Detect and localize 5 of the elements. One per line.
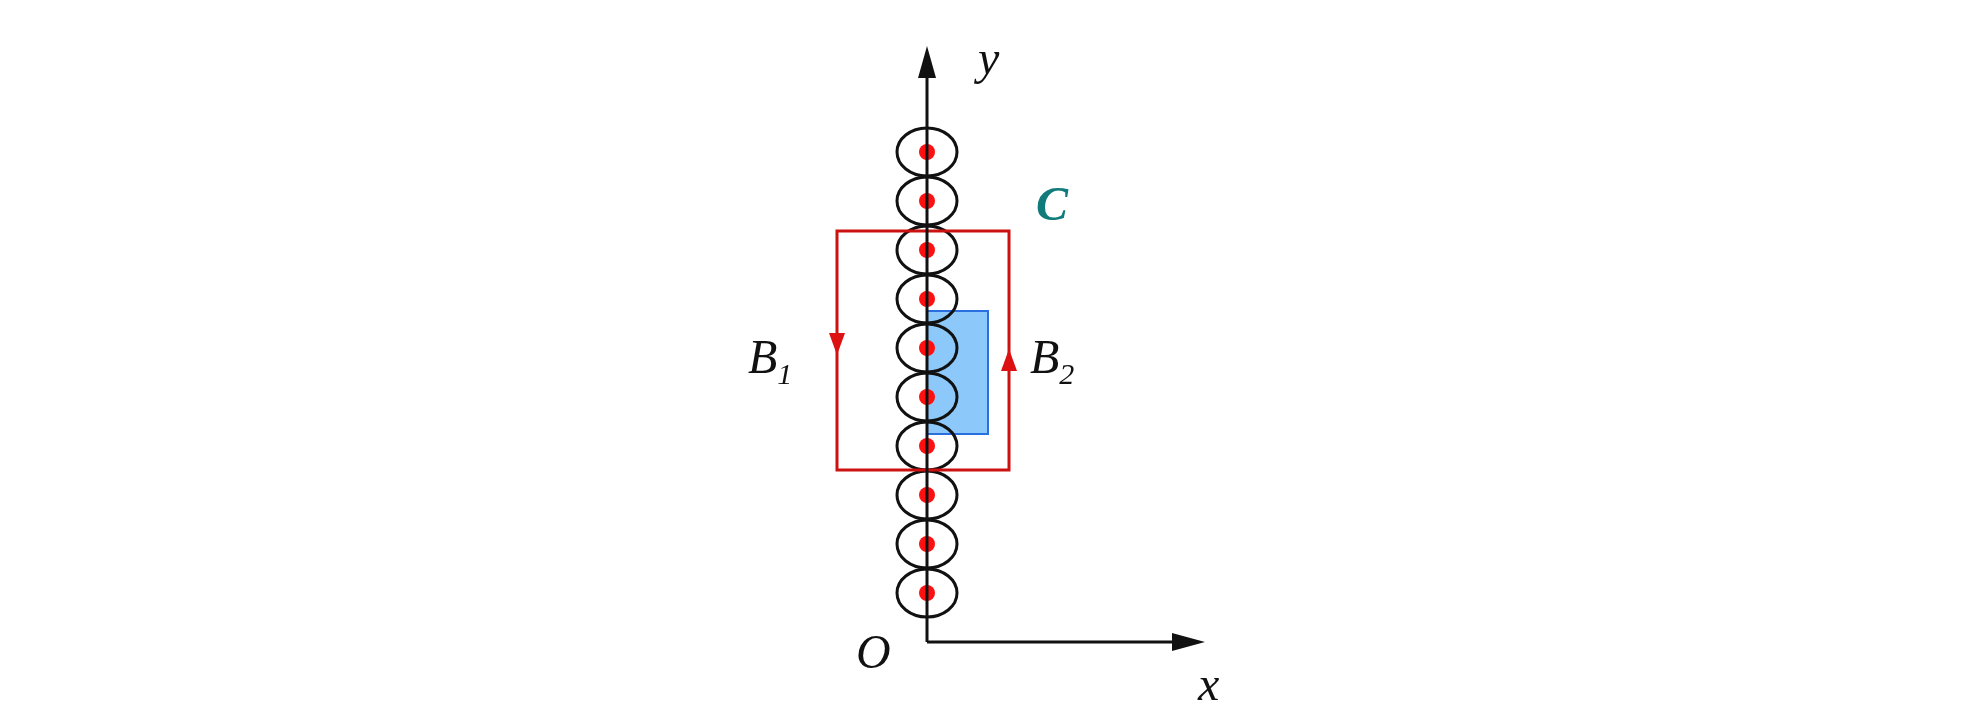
loop-label: C — [1036, 180, 1068, 228]
field-label: B$_{1}$ — [748, 333, 793, 389]
axis-label: x — [1198, 660, 1220, 708]
field-label: B$_{2}$ — [1030, 333, 1075, 389]
origin-label: O — [856, 628, 891, 676]
